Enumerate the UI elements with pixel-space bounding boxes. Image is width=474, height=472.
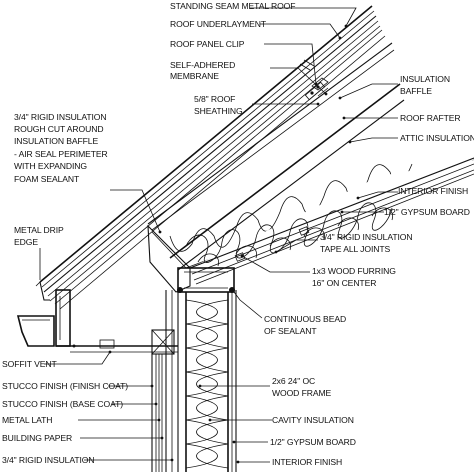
label-furring-2: 16" ON CENTER	[312, 278, 376, 288]
leader-lines	[39, 7, 398, 463]
soffit-blocking	[151, 329, 175, 355]
label-frame-1: 2x6 24" OC	[272, 376, 315, 386]
leader-arrows	[108, 24, 360, 464]
interior-gypsum-board	[231, 290, 237, 472]
label-insulation-baffle-1: INSULATION	[400, 74, 450, 84]
label-frame-2: WOOD FRAME	[272, 388, 332, 398]
metal-drip-edge	[35, 281, 50, 301]
continuous-bead-of-sealant	[177, 287, 235, 293]
label-sealant-2: OF SEALANT	[264, 326, 317, 336]
label-metal-drip-1: METAL DRIP	[14, 225, 64, 235]
ceiling-rigid-insulation	[193, 169, 474, 281]
label-gypsum-bottom: 1/2" GYPSUM BOARD	[270, 437, 356, 447]
roof-rafter	[169, 83, 405, 271]
label-rigid-left-3: INSULATION BAFFLE	[14, 136, 98, 146]
standing-seam-ribs	[299, 59, 329, 97]
label-roof-sheathing-2: SHEATHING	[194, 106, 243, 116]
label-interior-finish-top: INTERIOR FINISH	[398, 186, 468, 196]
rigid-insulation-eave-block	[147, 224, 191, 293]
fascia-and-sub-fascia	[55, 289, 71, 347]
label-attic-insulation: ATTIC INSULATION	[400, 133, 474, 143]
wood-frame-stud	[185, 292, 229, 472]
wood-furring-blocks	[234, 226, 310, 262]
label-soffit-vent: SOFFIT VENT	[2, 359, 57, 369]
label-roof-rafter: ROOF RAFTER	[400, 113, 461, 123]
label-rigid-bottom: 3/4" RIGID INSULATION	[2, 455, 94, 465]
label-stucco-base: STUCCO FINISH (BASE COAT)	[2, 399, 123, 409]
ceiling-interior-finish	[195, 173, 474, 285]
label-sealant-1: CONTINUOUS BEAD	[264, 314, 346, 324]
label-rigid-left-2: ROUGH CUT AROUND	[14, 124, 103, 134]
roof-underlayment	[47, 20, 379, 297]
standing-seam-metal-roof	[39, 5, 377, 293]
label-rigid-right-2: TAPE ALL JOINTS	[320, 244, 391, 254]
label-rigid-left-6: FOAM SEALANT	[14, 174, 80, 184]
label-metal-drip-2: EDGE	[14, 237, 38, 247]
label-rigid-right-1: 3/4" RIGID INSULATION	[320, 232, 412, 242]
label-rigid-left-4: - AIR SEAL PERIMETER	[14, 149, 108, 159]
cavity-insulation	[186, 299, 228, 469]
label-cavity-insulation: CAVITY INSULATION	[272, 415, 354, 425]
label-rigid-left-1: 3/4" RIGID INSULATION	[14, 112, 106, 122]
ceiling-gypsum-board	[189, 157, 474, 275]
label-interior-finish-bottom: INTERIOR FINISH	[272, 457, 342, 467]
label-insulation-baffle-2: BAFFLE	[400, 86, 432, 96]
label-roof-panel-clip: ROOF PANEL CLIP	[170, 39, 245, 49]
label-rigid-left-5: WITH EXPANDING	[14, 161, 87, 171]
soffit	[56, 339, 178, 353]
label-standing-seam-roof: STANDING SEAM METAL ROOF	[170, 1, 295, 11]
label-furring-1: 1x3 WOOD FURRING	[312, 266, 396, 276]
label-building-paper: BUILDING PAPER	[2, 433, 72, 443]
label-metal-lath: METAL LATH	[2, 415, 52, 425]
label-self-adhered-1: SELF-ADHERED	[170, 60, 235, 70]
label-self-adhered-2: MEMBRANE	[170, 71, 219, 81]
label-roof-underlayment: ROOF UNDERLAYMENT	[170, 19, 267, 29]
insulation-baffle	[147, 42, 395, 231]
label-roof-sheathing-1: 5/8" ROOF	[194, 94, 235, 104]
label-stucco-finish: STUCCO FINISH (FINISH COAT)	[2, 381, 128, 391]
label-gypsum-top: 1/2" GYPSUM BOARD	[384, 207, 470, 217]
gutter	[16, 315, 55, 347]
roof-sheathing	[54, 29, 386, 310]
top-plate	[177, 267, 235, 293]
wall-exterior-layers	[151, 290, 179, 472]
self-adhered-membrane	[49, 25, 381, 302]
